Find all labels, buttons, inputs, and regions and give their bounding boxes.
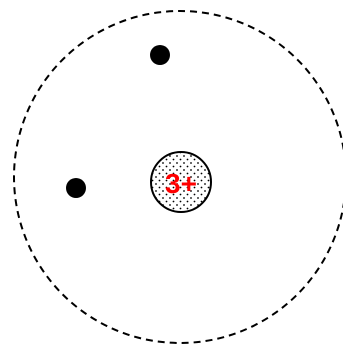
electron-left [66,178,86,198]
nucleus: 3+ [151,152,211,212]
electron-top [150,45,170,65]
nucleus-charge-label: 3+ [165,168,197,199]
